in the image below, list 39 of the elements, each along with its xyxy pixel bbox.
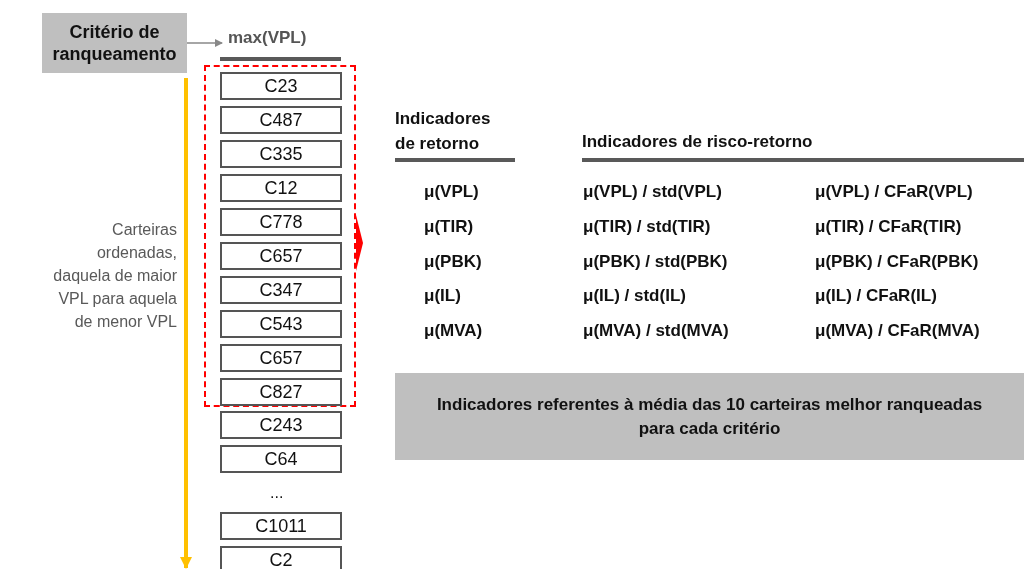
portfolio-box: C543 (220, 310, 342, 338)
side-note: Carteiras ordenadas, daquela de maior VPL para aquela de menor VPL (52, 220, 177, 332)
criterion-value: max(VPL) (228, 28, 307, 48)
indicator-formula: μ(TIR) / CFaR(TIR) (815, 216, 962, 237)
indicator-formula: μ(PBK) / CFaR(PBK) (815, 251, 979, 272)
pointer-triangle (356, 215, 363, 271)
portfolio-box: C2 (220, 546, 342, 569)
indicator-formula: μ(PBK) (424, 251, 482, 272)
portfolio-box: C827 (220, 378, 342, 406)
portfolio-box: C64 (220, 445, 342, 473)
indicator-formula: μ(PBK) / std(PBK) (583, 251, 728, 272)
portfolio-box: C657 (220, 242, 342, 270)
indicator-formula: μ(IL) / std(IL) (583, 286, 686, 307)
portfolio-box: C243 (220, 411, 342, 439)
ellipsis-text: ... (270, 484, 284, 502)
dashed-group-frame (204, 65, 356, 407)
summary-box: Indicadores referentes à média das 10 carteiras melhor ranqueadas para cada critério (395, 373, 1024, 460)
portfolio-box: C347 (220, 276, 342, 304)
indicator-formula: μ(MVA) / std(MVA) (583, 321, 729, 342)
indicator-formula: μ(VPL) / std(VPL) (583, 182, 722, 202)
indicator-formula: μ(VPL) / CFaR(VPL) (815, 182, 973, 202)
portfolio-box: C778 (220, 208, 342, 236)
portfolio-box: C487 (220, 106, 342, 134)
portfolio-box: C12 (220, 174, 342, 202)
indicator-formula: μ(TIR) (424, 216, 474, 237)
indicator-formula: μ(IL) (424, 286, 461, 307)
column-heading: Indicadores de risco-retorno (582, 132, 813, 152)
indicator-formula: μ(TIR) / std(TIR) (583, 216, 711, 237)
criterion-box: Critério de ranqueamento (42, 13, 187, 73)
indicator-formula: μ(VPL) (424, 182, 479, 202)
indicator-formula: μ(IL) / CFaR(IL) (815, 286, 937, 307)
portfolio-box: C23 (220, 72, 342, 100)
indicator-formula: μ(MVA) (424, 321, 483, 342)
portfolio-box: C657 (220, 344, 342, 372)
column-heading: Indicadores de retorno (395, 108, 492, 155)
portfolio-box: C1011 (220, 512, 342, 540)
arrow (186, 39, 223, 47)
portfolio-box: C335 (220, 140, 342, 168)
indicator-formula: μ(MVA) / CFaR(MVA) (815, 321, 980, 342)
